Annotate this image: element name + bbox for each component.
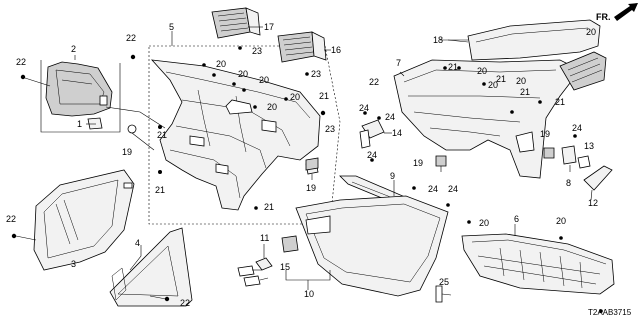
callout-8: 8 (566, 178, 571, 188)
callout-22-c: 22 (6, 214, 16, 224)
callout-24-c: 24 (367, 150, 377, 160)
callout-21-c: 21 (319, 91, 329, 101)
callout-13: 13 (584, 141, 594, 151)
part-8-13-12-hardware (561, 134, 613, 191)
front-direction-indicator: FR. (596, 3, 638, 22)
callout-22-b: 22 (126, 33, 136, 43)
callout-21-b: 21 (155, 185, 165, 195)
callout-20-lid: 20 (586, 27, 596, 37)
callout-21-f: 21 (496, 74, 506, 84)
part-3-side-panel (11, 169, 135, 271)
callout-23-a: 23 (252, 46, 262, 56)
callout-21-d: 21 (264, 202, 274, 212)
callout-24-d: 24 (428, 184, 438, 194)
callout-21-h: 21 (555, 97, 565, 107)
part-5-center-frame (127, 45, 341, 225)
callout-19-right-b: 19 (540, 129, 550, 139)
callout-7: 7 (396, 58, 401, 68)
callout-20-d: 20 (290, 92, 300, 102)
callout-20-c: 20 (259, 75, 269, 85)
callout-17: 17 (264, 22, 274, 32)
part-6-tray (461, 220, 615, 313)
part-7-glovebox-housing (393, 51, 607, 179)
callout-20-g: 20 (488, 80, 498, 90)
callout-20-j: 20 (556, 216, 566, 226)
callout-15: 15 (280, 262, 290, 272)
front-label: FR. (596, 12, 611, 22)
callout-20-h: 20 (516, 76, 526, 86)
callout-10: 10 (304, 289, 314, 299)
part-25-pin (435, 285, 443, 303)
leader-lines (74, 26, 593, 296)
callout-2: 2 (71, 44, 76, 54)
callout-24-b: 24 (385, 112, 395, 122)
callout-11: 11 (260, 233, 269, 243)
callout-20-f: 20 (477, 66, 487, 76)
part-18-upper-lid (447, 19, 601, 61)
callout-22-e: 22 (369, 77, 379, 87)
callout-6: 6 (514, 214, 519, 224)
callout-21-a: 21 (157, 130, 167, 140)
callout-22-d: 22 (180, 298, 190, 308)
callout-20-i: 20 (479, 218, 489, 228)
callout-9: 9 (390, 171, 395, 181)
front-arrow-icon (614, 3, 638, 21)
part-14-hinge (359, 111, 385, 149)
callout-5: 5 (169, 22, 174, 32)
part-17-vent (211, 7, 261, 50)
callout-4: 4 (135, 238, 140, 248)
callout-22-a: 22 (16, 57, 26, 67)
callout-24-f: 24 (572, 123, 582, 133)
callout-23-b: 23 (311, 69, 321, 79)
part-11-key-lock (237, 244, 273, 287)
callout-20-a: 20 (216, 59, 226, 69)
callout-25: 25 (439, 277, 449, 287)
callout-24-e: 24 (448, 184, 458, 194)
callout-24-a: 24 (359, 103, 369, 113)
callout-1: 1 (77, 119, 82, 129)
callout-18: 18 (433, 35, 443, 45)
callout-19-right-a: 19 (413, 158, 423, 168)
callout-3: 3 (71, 259, 76, 269)
callout-20-e: 20 (267, 102, 277, 112)
part-16-vent (277, 31, 327, 76)
callout-23-c: 23 (325, 124, 335, 134)
callout-21-e: 21 (448, 62, 458, 72)
diagram-code: T2AAB3715 (588, 308, 632, 317)
callout-14: 14 (392, 128, 402, 138)
callout-19-center: 19 (306, 183, 316, 193)
callout-labels: 1 2 3 4 5 6 7 8 9 10 11 12 13 14 15 16 1… (6, 22, 598, 308)
part-19-clips (305, 147, 555, 172)
part-4-triangle-cover (109, 227, 193, 307)
callout-20-b: 20 (238, 69, 248, 79)
part-10-glovebox-door (281, 195, 449, 297)
callout-19-left: 19 (122, 147, 132, 157)
callout-16: 16 (331, 45, 341, 55)
callout-12: 12 (588, 198, 598, 208)
part-2-lid-assembly (20, 60, 166, 133)
callout-21-g: 21 (520, 87, 530, 97)
